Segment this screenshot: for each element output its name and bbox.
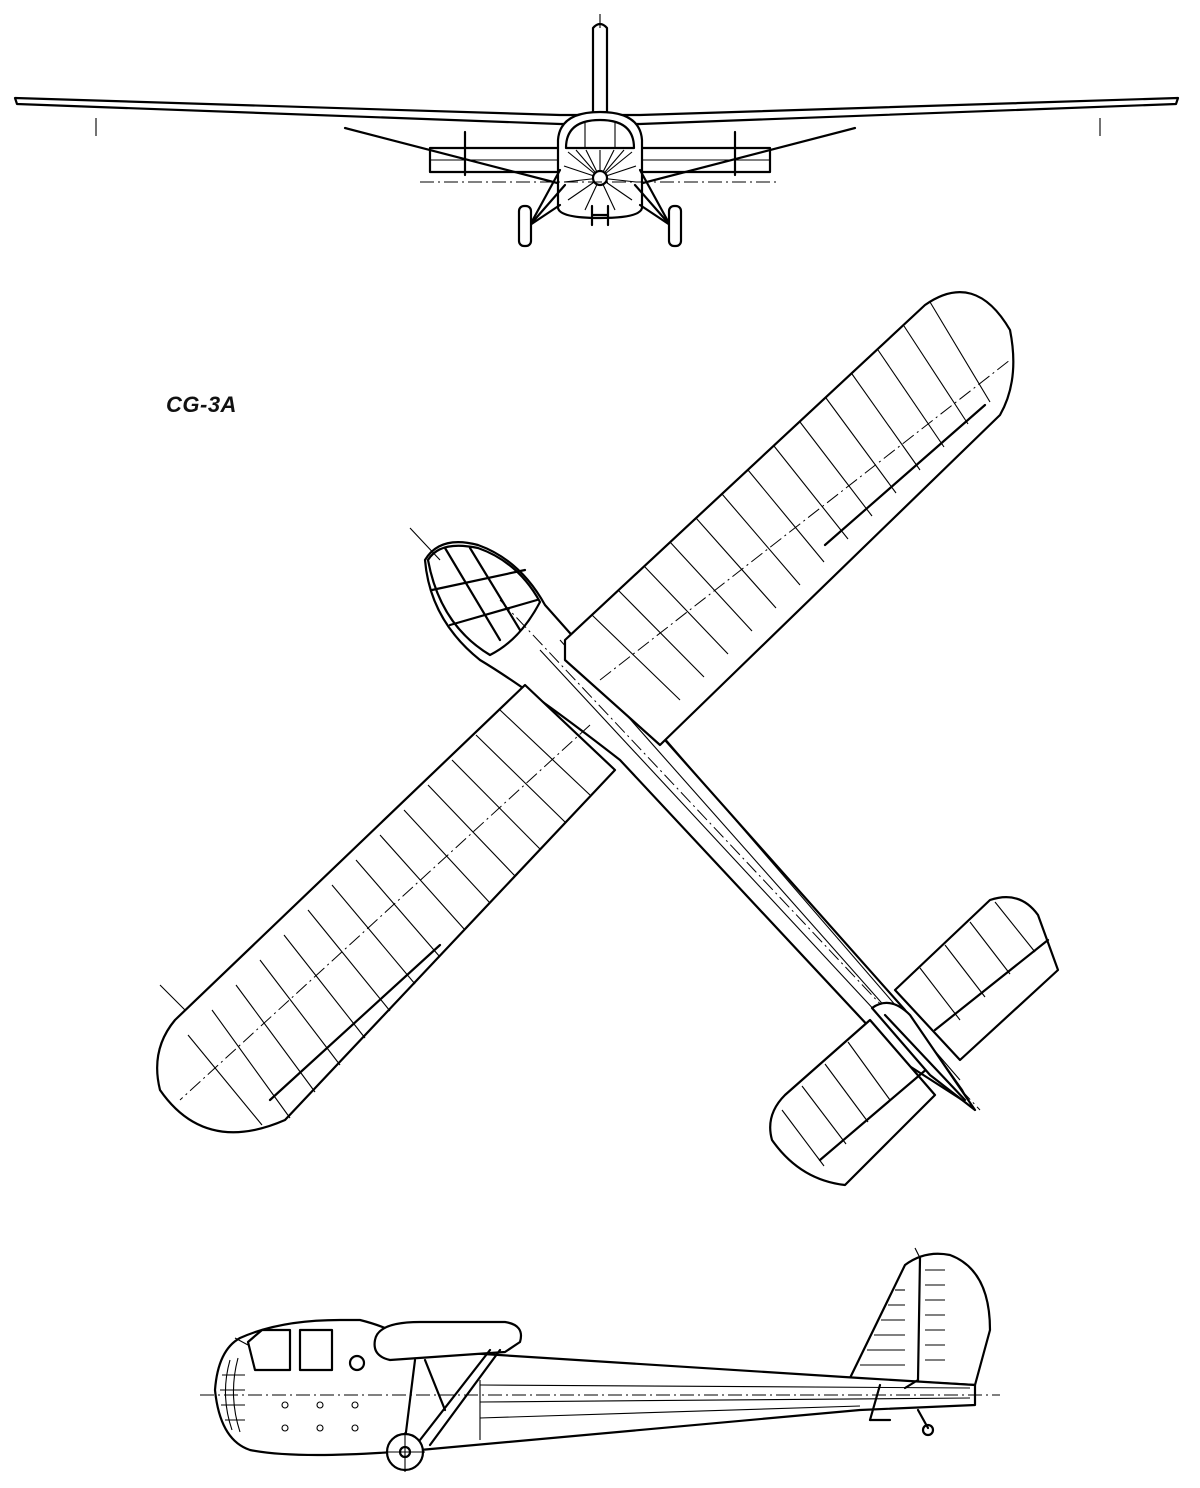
side-rivets (281, 1401, 359, 1432)
top-right-wing (563, 291, 1015, 747)
fin-ribs (860, 1269, 945, 1366)
tail-ribs (781, 901, 1036, 1167)
side-view (200, 1247, 1000, 1472)
front-fuselage (556, 110, 644, 227)
side-fin (848, 1247, 992, 1387)
front-view (13, 14, 1180, 248)
left-wheel (517, 204, 533, 248)
front-landing-gear (517, 168, 683, 248)
side-landing-gear (385, 1348, 935, 1472)
right-wheel (667, 204, 683, 248)
top-tailplane (769, 896, 1060, 1187)
front-struts (343, 126, 857, 187)
side-wing (373, 1320, 523, 1362)
top-view (156, 291, 1060, 1187)
top-left-wing (156, 683, 617, 1134)
front-fin (591, 22, 609, 118)
tail-skid-wheel (921, 1423, 935, 1437)
left-wing-ribs (187, 709, 591, 1126)
right-wing-ribs (591, 301, 991, 701)
aircraft-designation: CG-3A (166, 392, 237, 417)
